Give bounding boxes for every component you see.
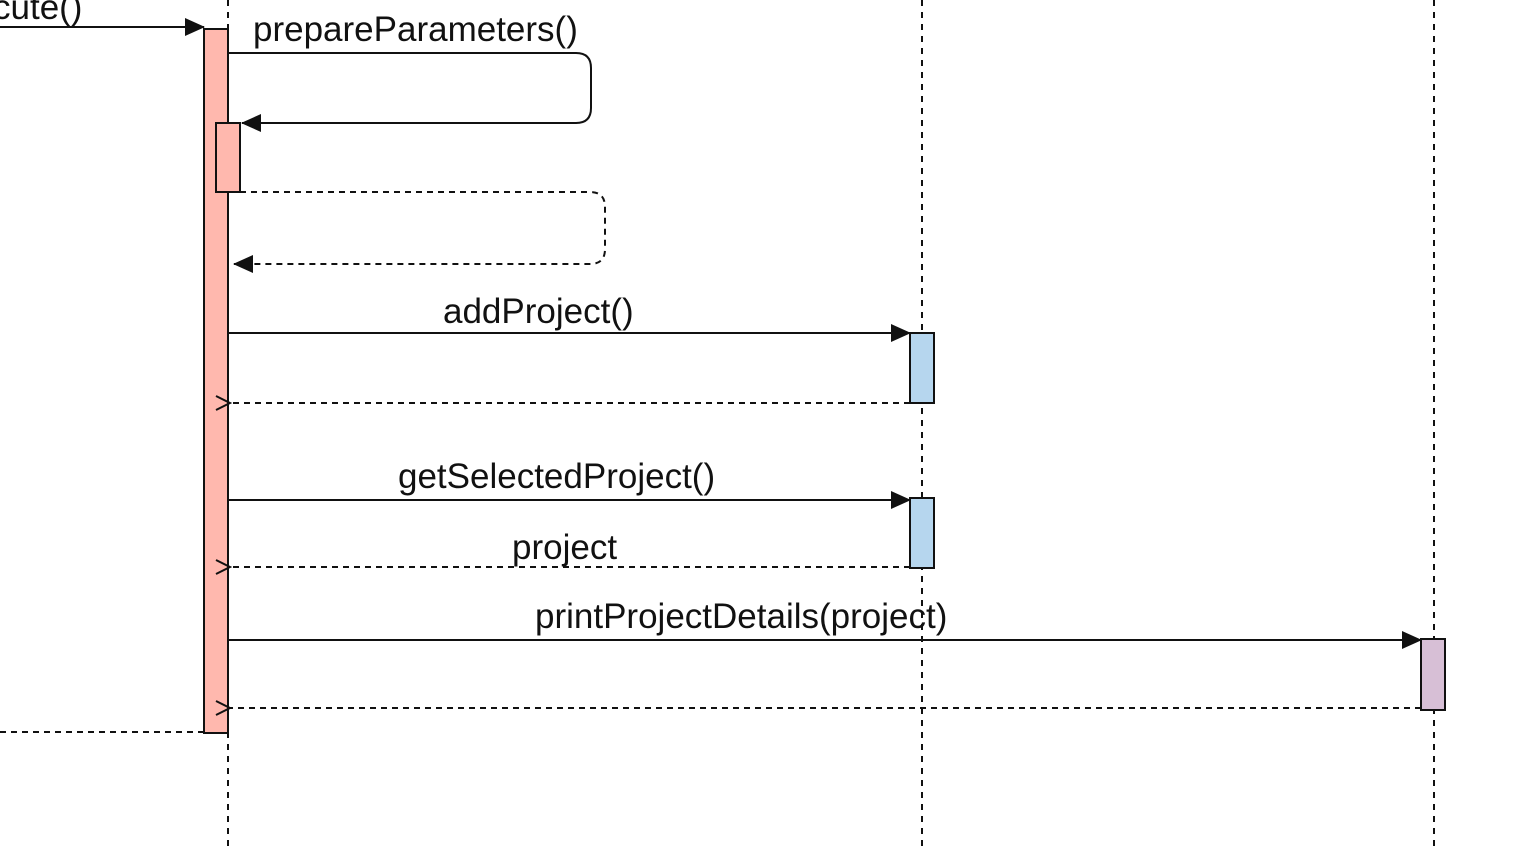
print-project-details-activation	[1420, 638, 1446, 711]
prepare-parameters-activation	[215, 122, 241, 193]
get-selected-project-activation	[909, 497, 935, 569]
execute-label: cute()	[0, 0, 82, 27]
prepare-parameters-arrow	[228, 52, 592, 132]
add-project-activation	[909, 332, 935, 404]
add-project-label: addProject()	[443, 292, 634, 331]
prepare-parameters-return-arrow	[233, 191, 606, 273]
print-project-details-label: printProjectDetails(project)	[535, 597, 947, 636]
get-selected-project-return-label: project	[512, 528, 617, 567]
get-selected-project-label: getSelectedProject()	[398, 457, 715, 496]
prepare-parameters-label: prepareParameters()	[253, 10, 578, 49]
